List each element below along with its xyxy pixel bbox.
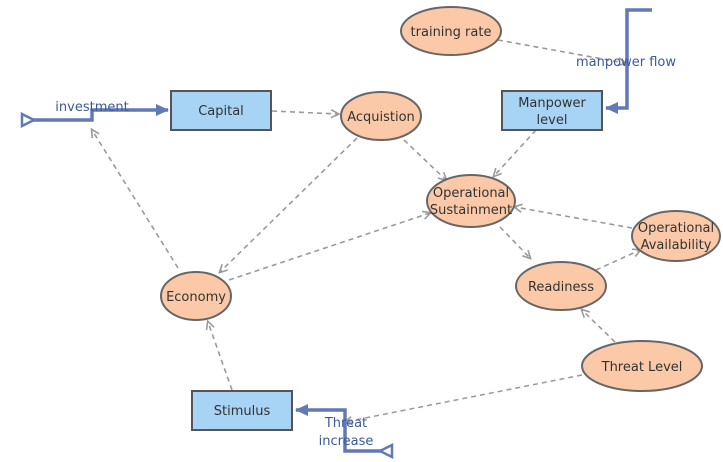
aux-threat-level[interactable]: Threat Level [581,340,703,392]
threat-increase-inlet[interactable] [295,404,347,420]
link-acquisition-economy [220,137,358,272]
flow-threat-increase-label-line1: Threat [324,416,367,431]
aux-economy-label: Economy [166,290,226,305]
stock-stimulus-label: Stimulus [214,404,271,419]
stock-manpower-level[interactable]: Manpower level [501,90,603,131]
stock-manpower-label-line1: Manpower [518,96,586,111]
threat-increase-outlet[interactable] [343,420,392,451]
stock-capital-label: Capital [198,104,244,119]
link-readiness-availability [595,250,640,271]
link-economy-investment [92,130,179,269]
aux-availability-label-line1: Operational [638,221,714,236]
aux-sustainment-label-line2: Sustainment [430,203,512,218]
aux-readiness-label: Readiness [528,280,594,295]
link-threat-level-threat-increase [345,374,583,422]
link-capital-acquisition [271,111,338,114]
stock-capital[interactable]: Capital [170,90,272,131]
flows [22,8,652,451]
aux-operational-availability[interactable]: Operational Availability [631,210,721,262]
aux-training-rate-label: training rate [411,25,492,40]
manpower-flow-pipe[interactable] [605,8,652,114]
link-acquisition-sustainment [403,139,446,180]
investment-flow-inlet[interactable] [90,104,169,116]
aux-economy[interactable]: Economy [160,271,232,321]
link-training-rate-manpower-flow [497,39,625,63]
aux-availability-label-line2: Availability [641,238,712,253]
link-economy-sustainment [228,213,430,281]
causal-links [92,39,640,422]
flow-manpower-label: manpower flow [576,55,676,70]
link-sustainment-readiness [499,226,530,258]
flow-threat-increase-label-line2: increase [319,434,374,449]
link-availability-sustainment [515,207,633,229]
flow-investment-label: investment [55,100,128,115]
link-manpower-sustainment [494,129,537,176]
stock-manpower-label-line2: level [537,113,568,128]
link-threat-level-readiness [582,310,616,343]
investment-flow-outlet[interactable] [22,113,94,120]
aux-acquisition-label: Acquistion [347,110,415,125]
aux-sustainment-label-line1: Operational [433,186,509,201]
link-stimulus-economy [208,322,233,391]
aux-acquisition[interactable]: Acquistion [340,91,422,141]
aux-operational-sustainment[interactable]: Operational Sustainment [426,174,516,228]
aux-threat-level-label: Threat Level [601,360,683,375]
stock-stimulus[interactable]: Stimulus [191,390,293,431]
aux-training-rate[interactable]: training rate [400,6,502,56]
aux-readiness[interactable]: Readiness [515,261,607,311]
